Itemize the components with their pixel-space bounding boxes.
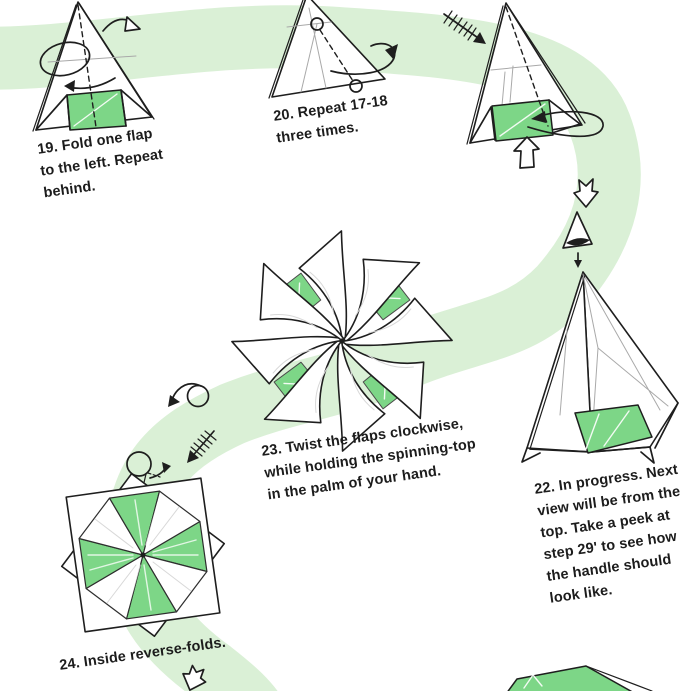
step-22-figure: [521, 271, 679, 464]
step-21-figure: [443, 2, 604, 169]
swing-arrow-icon: [64, 77, 116, 92]
hollow-down-arrow-icon: [573, 178, 599, 208]
hatched-repeat-arrow-icon: [443, 10, 486, 44]
flip-arrow-icon: [102, 16, 141, 32]
hatched-repeat-arrow-icon: [187, 430, 217, 463]
tuck-arrow-icon: [527, 110, 604, 138]
view-direction-arrow-icon: [562, 211, 593, 268]
path-bottom-arrow-icon: [182, 664, 207, 691]
step-19-figure: [32, 1, 155, 132]
fold-arrow-icon: [330, 42, 398, 75]
pinwheel-blades: [231, 230, 453, 452]
pivot-circle: [310, 17, 324, 31]
push-arrow-icon: [513, 136, 540, 169]
step-22-caption: 22. In progress. Next view will be from …: [533, 461, 682, 607]
step-20-figure: [268, 0, 398, 99]
step-25-figure-partial: [507, 665, 653, 691]
rotate-arrow-icon: [168, 382, 210, 408]
step-23-figure: [231, 230, 453, 452]
wrap-arrow-icon: [39, 41, 91, 77]
curl-arrow-icon: [149, 462, 171, 479]
step-24-figure: [60, 472, 226, 638]
pivot-circle: [349, 79, 363, 93]
